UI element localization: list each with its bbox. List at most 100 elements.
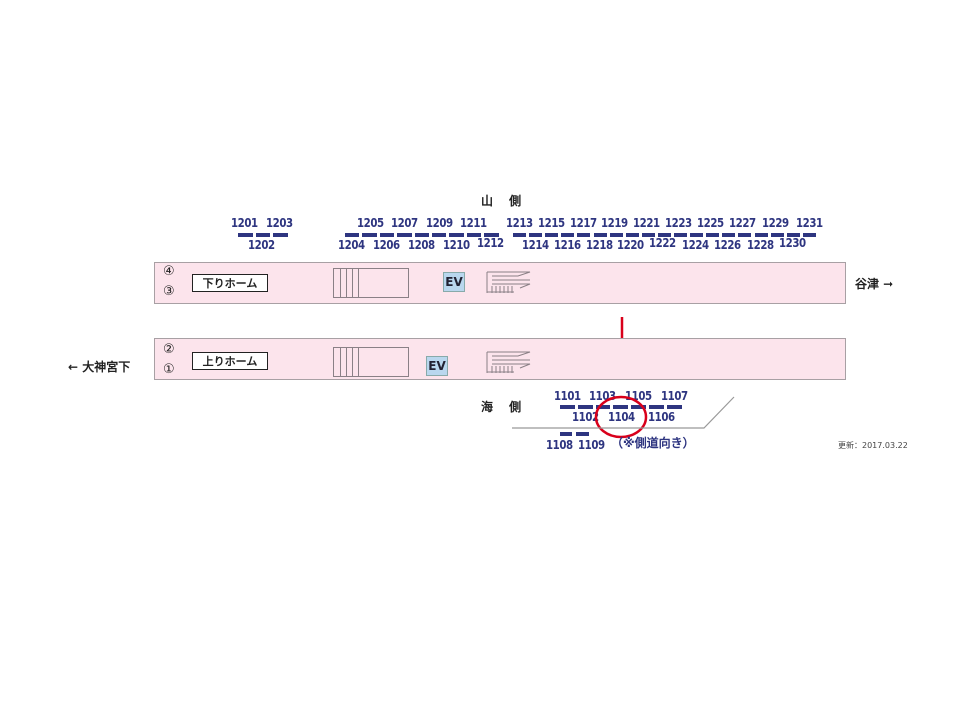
side-road-line bbox=[512, 396, 735, 429]
updated-date: 更新：2017.03.22 bbox=[838, 441, 908, 450]
spot-number: 1212 bbox=[477, 236, 504, 250]
parking-spot bbox=[786, 233, 800, 237]
spot-number-highlighted: 1104 bbox=[608, 410, 635, 424]
parking-spot bbox=[397, 233, 412, 237]
mountain-side-label: 山 側 bbox=[481, 194, 528, 208]
parking-spot bbox=[560, 405, 575, 409]
spot-number: 1205 bbox=[357, 216, 384, 230]
elevator-icon: EV bbox=[426, 356, 448, 376]
parking-spot bbox=[466, 233, 482, 237]
spot-number: 1220 bbox=[617, 238, 644, 252]
spot-number: 1210 bbox=[443, 238, 470, 252]
spot-number: 1221 bbox=[633, 216, 660, 230]
spot-number: 1208 bbox=[408, 238, 435, 252]
parking-spot bbox=[625, 233, 639, 237]
parking-spot bbox=[273, 233, 288, 237]
parking-spot bbox=[414, 233, 429, 237]
highlight-circle bbox=[594, 395, 648, 439]
parking-spot bbox=[613, 405, 629, 409]
parking-spot bbox=[666, 405, 682, 409]
spot-number: 1202 bbox=[248, 238, 275, 252]
sea-side-label: 海 側 bbox=[481, 400, 528, 414]
parking-spot bbox=[595, 405, 611, 409]
spot-number: 1217 bbox=[570, 216, 597, 230]
spot-number: 1106 bbox=[648, 410, 675, 424]
spot-number: 1219 bbox=[601, 216, 628, 230]
spot-number: 1230 bbox=[779, 236, 806, 250]
spot-number: 1209 bbox=[426, 216, 453, 230]
spot-number: 1231 bbox=[796, 216, 823, 230]
spot-number: 1227 bbox=[729, 216, 756, 230]
parking-spot bbox=[802, 233, 816, 237]
spot-number: 1108 bbox=[546, 438, 573, 452]
spot-number: 1222 bbox=[649, 236, 676, 250]
parking-spot bbox=[738, 233, 752, 237]
track-number: ④ bbox=[163, 264, 175, 279]
parking-spot bbox=[484, 233, 499, 237]
escalator-icon bbox=[486, 351, 531, 373]
spot-number: 1109 bbox=[578, 438, 605, 452]
spot-number: 1223 bbox=[665, 216, 692, 230]
side-road-note: （※側道向き） bbox=[611, 436, 695, 450]
parking-spot bbox=[432, 233, 447, 237]
parking-spot bbox=[609, 233, 623, 237]
track-number: ② bbox=[163, 342, 175, 357]
spot-number: 1201 bbox=[231, 216, 258, 230]
parking-spot bbox=[657, 233, 671, 237]
spot-number: 1207 bbox=[391, 216, 418, 230]
spot-number: 1228 bbox=[747, 238, 774, 252]
parking-spot bbox=[641, 233, 655, 237]
parking-spot bbox=[362, 233, 377, 237]
spot-number: 1229 bbox=[762, 216, 789, 230]
spot-number: 1107 bbox=[661, 389, 688, 403]
spot-number: 1218 bbox=[586, 238, 613, 252]
track-number: ③ bbox=[163, 284, 175, 299]
parking-spot bbox=[674, 233, 688, 237]
parking-spot bbox=[649, 405, 664, 409]
parking-spot bbox=[238, 233, 253, 237]
parking-spot bbox=[706, 233, 720, 237]
parking-spot bbox=[345, 233, 360, 237]
track-number: ① bbox=[163, 362, 175, 377]
platform-name: 上りホーム bbox=[192, 352, 268, 370]
platform-down: ④ ③ 下りホーム EV bbox=[154, 262, 846, 304]
spot-number: 1214 bbox=[522, 238, 549, 252]
parking-spot bbox=[379, 233, 395, 237]
parking-spot bbox=[449, 233, 464, 237]
platform-up: ② ① 上りホーム EV bbox=[154, 338, 846, 380]
stairs-icon bbox=[333, 268, 409, 298]
parking-spot bbox=[754, 233, 768, 237]
spot-number: 1215 bbox=[538, 216, 565, 230]
spot-number: 1213 bbox=[506, 216, 533, 230]
parking-spot bbox=[561, 233, 575, 237]
spot-number: 1101 bbox=[554, 389, 581, 403]
parking-spot bbox=[577, 405, 593, 409]
spot-number: 1204 bbox=[338, 238, 365, 252]
spot-number: 1216 bbox=[554, 238, 581, 252]
spot-number: 1206 bbox=[373, 238, 400, 252]
escalator-icon bbox=[486, 271, 531, 293]
parking-spot bbox=[513, 233, 527, 237]
parking-spot bbox=[690, 233, 704, 237]
spot-number: 1203 bbox=[266, 216, 293, 230]
parking-spot bbox=[722, 233, 736, 237]
parking-spot bbox=[529, 233, 543, 237]
parking-spot bbox=[593, 233, 607, 237]
parking-spot bbox=[255, 233, 270, 237]
spot-number: 1102 bbox=[572, 410, 599, 424]
parking-spot bbox=[770, 233, 784, 237]
spot-number: 1225 bbox=[697, 216, 724, 230]
platform-name: 下りホーム bbox=[192, 274, 268, 292]
parking-spot bbox=[560, 432, 572, 436]
spot-number: 1226 bbox=[714, 238, 741, 252]
parking-spot bbox=[545, 233, 559, 237]
parking-spot bbox=[631, 405, 646, 409]
elevator-icon: EV bbox=[443, 272, 465, 292]
parking-spot bbox=[576, 432, 589, 436]
stairs-icon bbox=[333, 347, 409, 377]
parking-spot bbox=[577, 233, 591, 237]
spot-number: 1211 bbox=[460, 216, 487, 230]
direction-yatsu: 谷津 ➞ bbox=[855, 277, 894, 291]
spot-number: 1224 bbox=[682, 238, 709, 252]
direction-daijingushita: ← 大神宮下 bbox=[68, 360, 131, 374]
